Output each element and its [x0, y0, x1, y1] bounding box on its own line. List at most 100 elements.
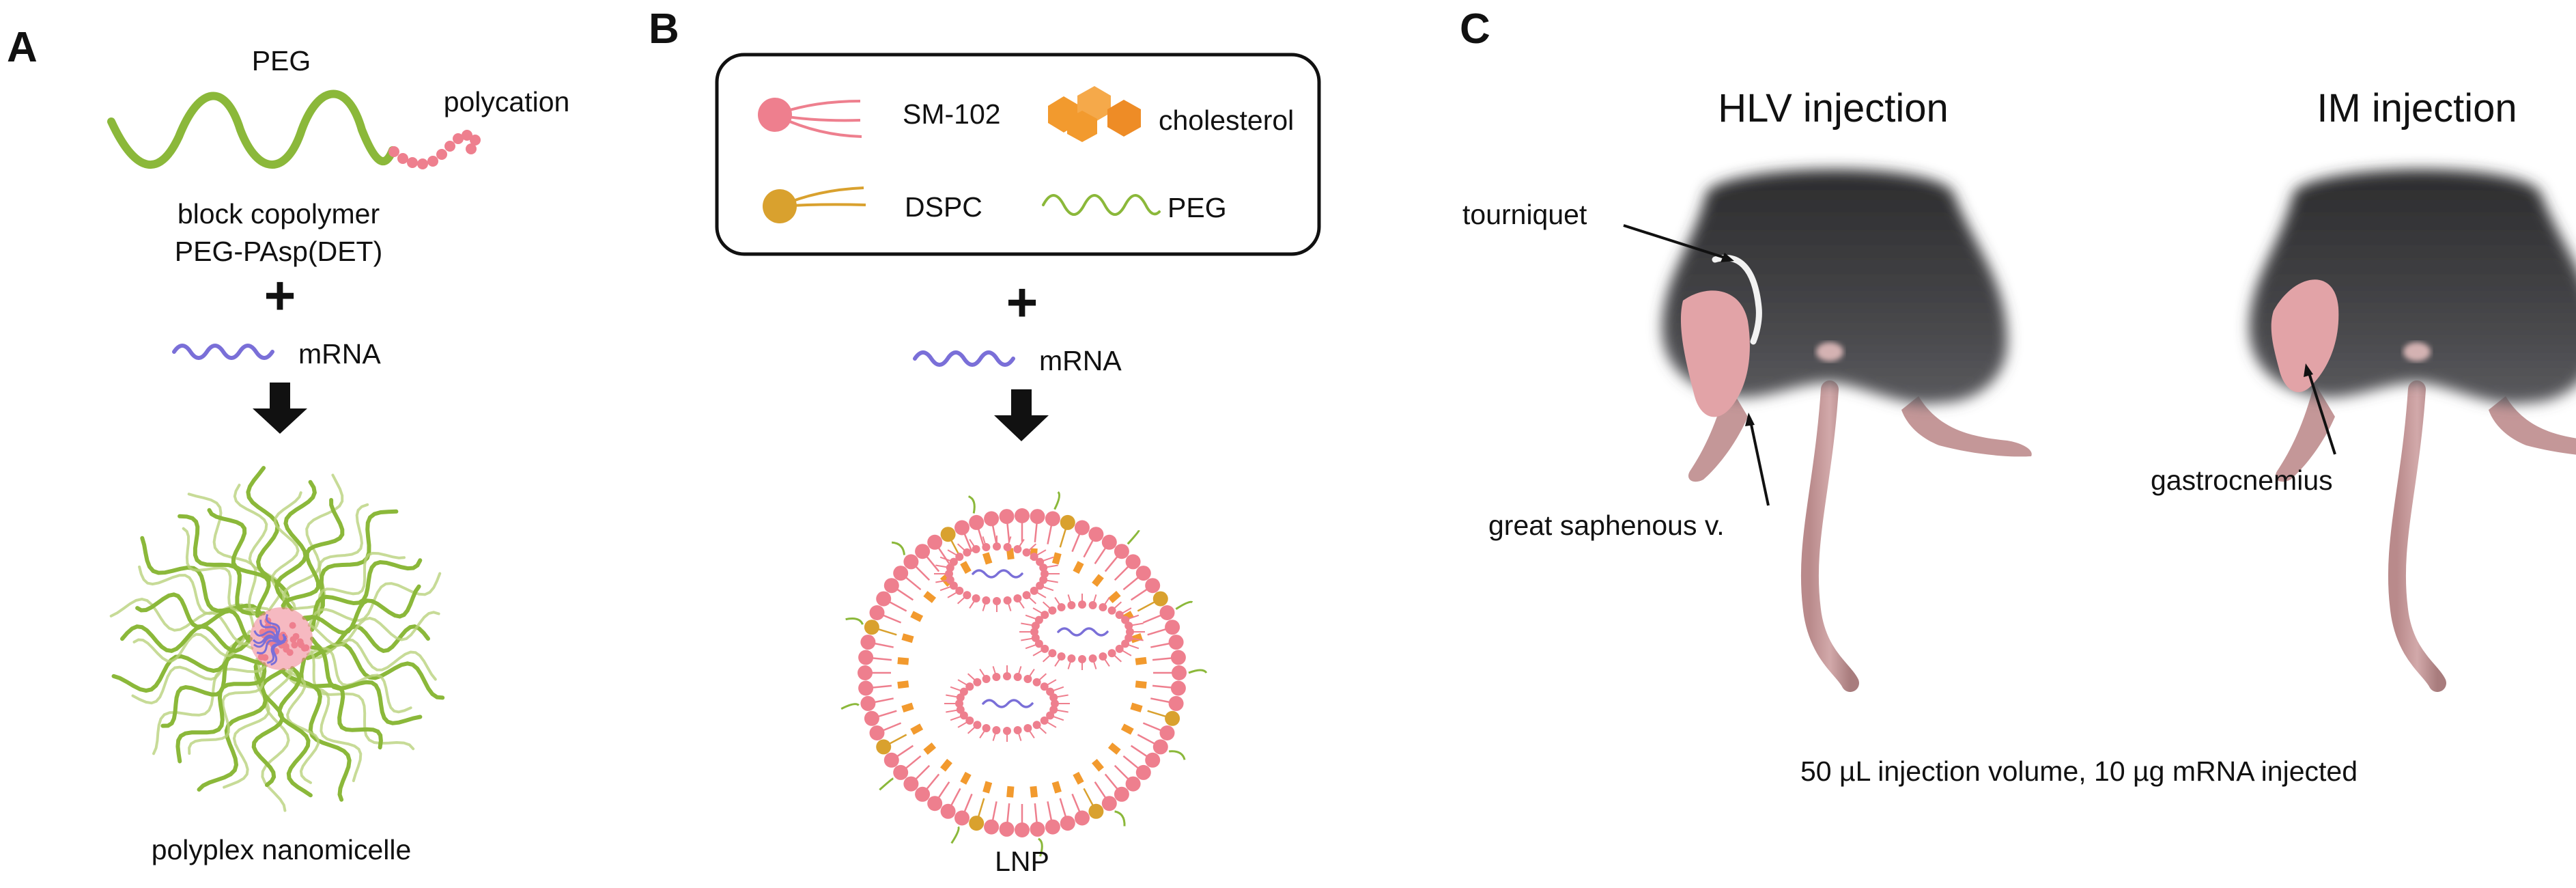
sm102-head	[1030, 509, 1045, 524]
sm102-head	[1136, 566, 1151, 581]
copolymer-label-line2: PEG-PAsp(DET)	[175, 236, 383, 267]
mrna-icon-a	[174, 346, 272, 358]
sm102-head	[1004, 543, 1012, 551]
sm102-head	[1041, 717, 1049, 725]
polycation-bead	[258, 654, 265, 661]
sm102-head	[1049, 693, 1058, 702]
sm102-head	[992, 726, 1000, 734]
cholesterol-unit	[940, 759, 952, 772]
cholesterol-unit	[1073, 772, 1084, 785]
sm102-head	[1048, 607, 1056, 615]
down-arrow-icon-b	[994, 389, 1049, 441]
sm102-head	[1114, 544, 1129, 559]
sm102-head	[893, 765, 908, 780]
sm102-head	[1058, 603, 1066, 611]
sm102-head	[927, 796, 942, 811]
sm102-head	[1099, 652, 1107, 661]
cholesterol-unit	[1108, 743, 1121, 755]
peg-chain	[1128, 530, 1140, 544]
gastrocnemius-label: gastrocnemius	[2151, 464, 2333, 496]
sm102-head	[915, 787, 930, 802]
sm102-head	[1078, 655, 1086, 663]
sm102-head	[1045, 820, 1060, 835]
peg-chain	[1176, 602, 1192, 609]
sm102-head	[1045, 511, 1060, 526]
sm102-head	[1013, 545, 1021, 553]
sm102-head	[876, 592, 891, 607]
peg-label: PEG	[252, 45, 311, 77]
sm102-head	[893, 566, 908, 581]
sm102-head	[860, 696, 875, 711]
sm102-head	[903, 777, 918, 792]
sm102-head	[860, 635, 875, 650]
sm102-head	[1003, 672, 1011, 680]
sm102-head	[982, 675, 991, 683]
sm102-head	[1067, 654, 1075, 663]
sm102-head	[1058, 652, 1066, 661]
cholesterol-unit	[1135, 657, 1147, 665]
sm102-head	[1041, 611, 1049, 619]
sm102-head	[963, 591, 971, 599]
sm102-head	[1033, 721, 1041, 729]
sm102-head	[1108, 649, 1116, 657]
sm102-head	[1160, 725, 1175, 740]
cholesterol-unit	[982, 781, 992, 793]
sm102-head	[1023, 724, 1032, 732]
sm102-head	[1102, 796, 1117, 811]
peg-chain	[1055, 492, 1060, 510]
lnp-illustration	[841, 492, 1206, 856]
cholesterol-unit	[1135, 680, 1147, 689]
polycation-bead	[283, 646, 289, 653]
peg-chain	[892, 542, 904, 555]
sm102-head	[1153, 739, 1168, 754]
sm102-head	[1000, 822, 1015, 837]
sm102-head	[1108, 607, 1116, 615]
cholesterol-unit	[923, 591, 936, 603]
sm102-head	[1078, 600, 1086, 609]
sm102-head	[955, 553, 963, 561]
sm102-head	[1102, 535, 1117, 550]
sm102-head	[1089, 601, 1097, 609]
plus-sign-a: +	[264, 265, 296, 326]
peg-chain	[846, 618, 863, 624]
cholesterol-unit	[1108, 591, 1121, 603]
sm102-head	[973, 678, 981, 686]
sm102-head	[870, 605, 885, 620]
peg-legend-icon	[1043, 195, 1159, 214]
panel-a-letter: A	[7, 24, 38, 71]
great-saphenous-label: great saphenous v.	[1488, 510, 1725, 541]
polycation-bead	[298, 641, 305, 648]
polycation-bead	[291, 641, 298, 648]
polyplex-nanomicelle-illustration	[111, 468, 443, 811]
sm102-head	[982, 596, 990, 605]
peg-strand	[262, 670, 292, 811]
cholesterol-unit	[1121, 723, 1134, 734]
sm102-head	[1169, 635, 1184, 650]
cholesterol-unit	[910, 723, 923, 735]
dspc-head	[969, 816, 984, 831]
lnp-label: LNP	[995, 846, 1049, 877]
cholesterol-unit	[960, 561, 972, 574]
sm102-head	[1003, 727, 1011, 735]
peg-chain	[1169, 751, 1185, 760]
cholesterol-unit	[1092, 574, 1104, 587]
sm102-head	[1145, 753, 1160, 768]
cholesterol-unit	[901, 633, 914, 643]
sm102-head	[1116, 645, 1124, 653]
sm102-head	[1067, 601, 1075, 609]
polyplex-label: polyplex nanomicelle	[152, 834, 412, 865]
mrna-icon-b	[915, 352, 1013, 365]
sm102-head	[1000, 509, 1015, 524]
sm102-head	[1014, 673, 1022, 681]
sm102-head	[965, 682, 974, 691]
peg-chain	[879, 779, 893, 790]
cholesterol-unit	[910, 611, 923, 622]
cholesterol-unit	[1006, 786, 1014, 798]
sm102-head	[1014, 726, 1022, 734]
peg-strand	[189, 494, 259, 616]
mrna-label-a: mRNA	[298, 338, 381, 370]
peg-strand	[111, 599, 249, 643]
panel-c-letter: C	[1460, 5, 1490, 53]
sm102-head	[984, 820, 999, 835]
sm102-lipid-icon	[758, 98, 862, 137]
